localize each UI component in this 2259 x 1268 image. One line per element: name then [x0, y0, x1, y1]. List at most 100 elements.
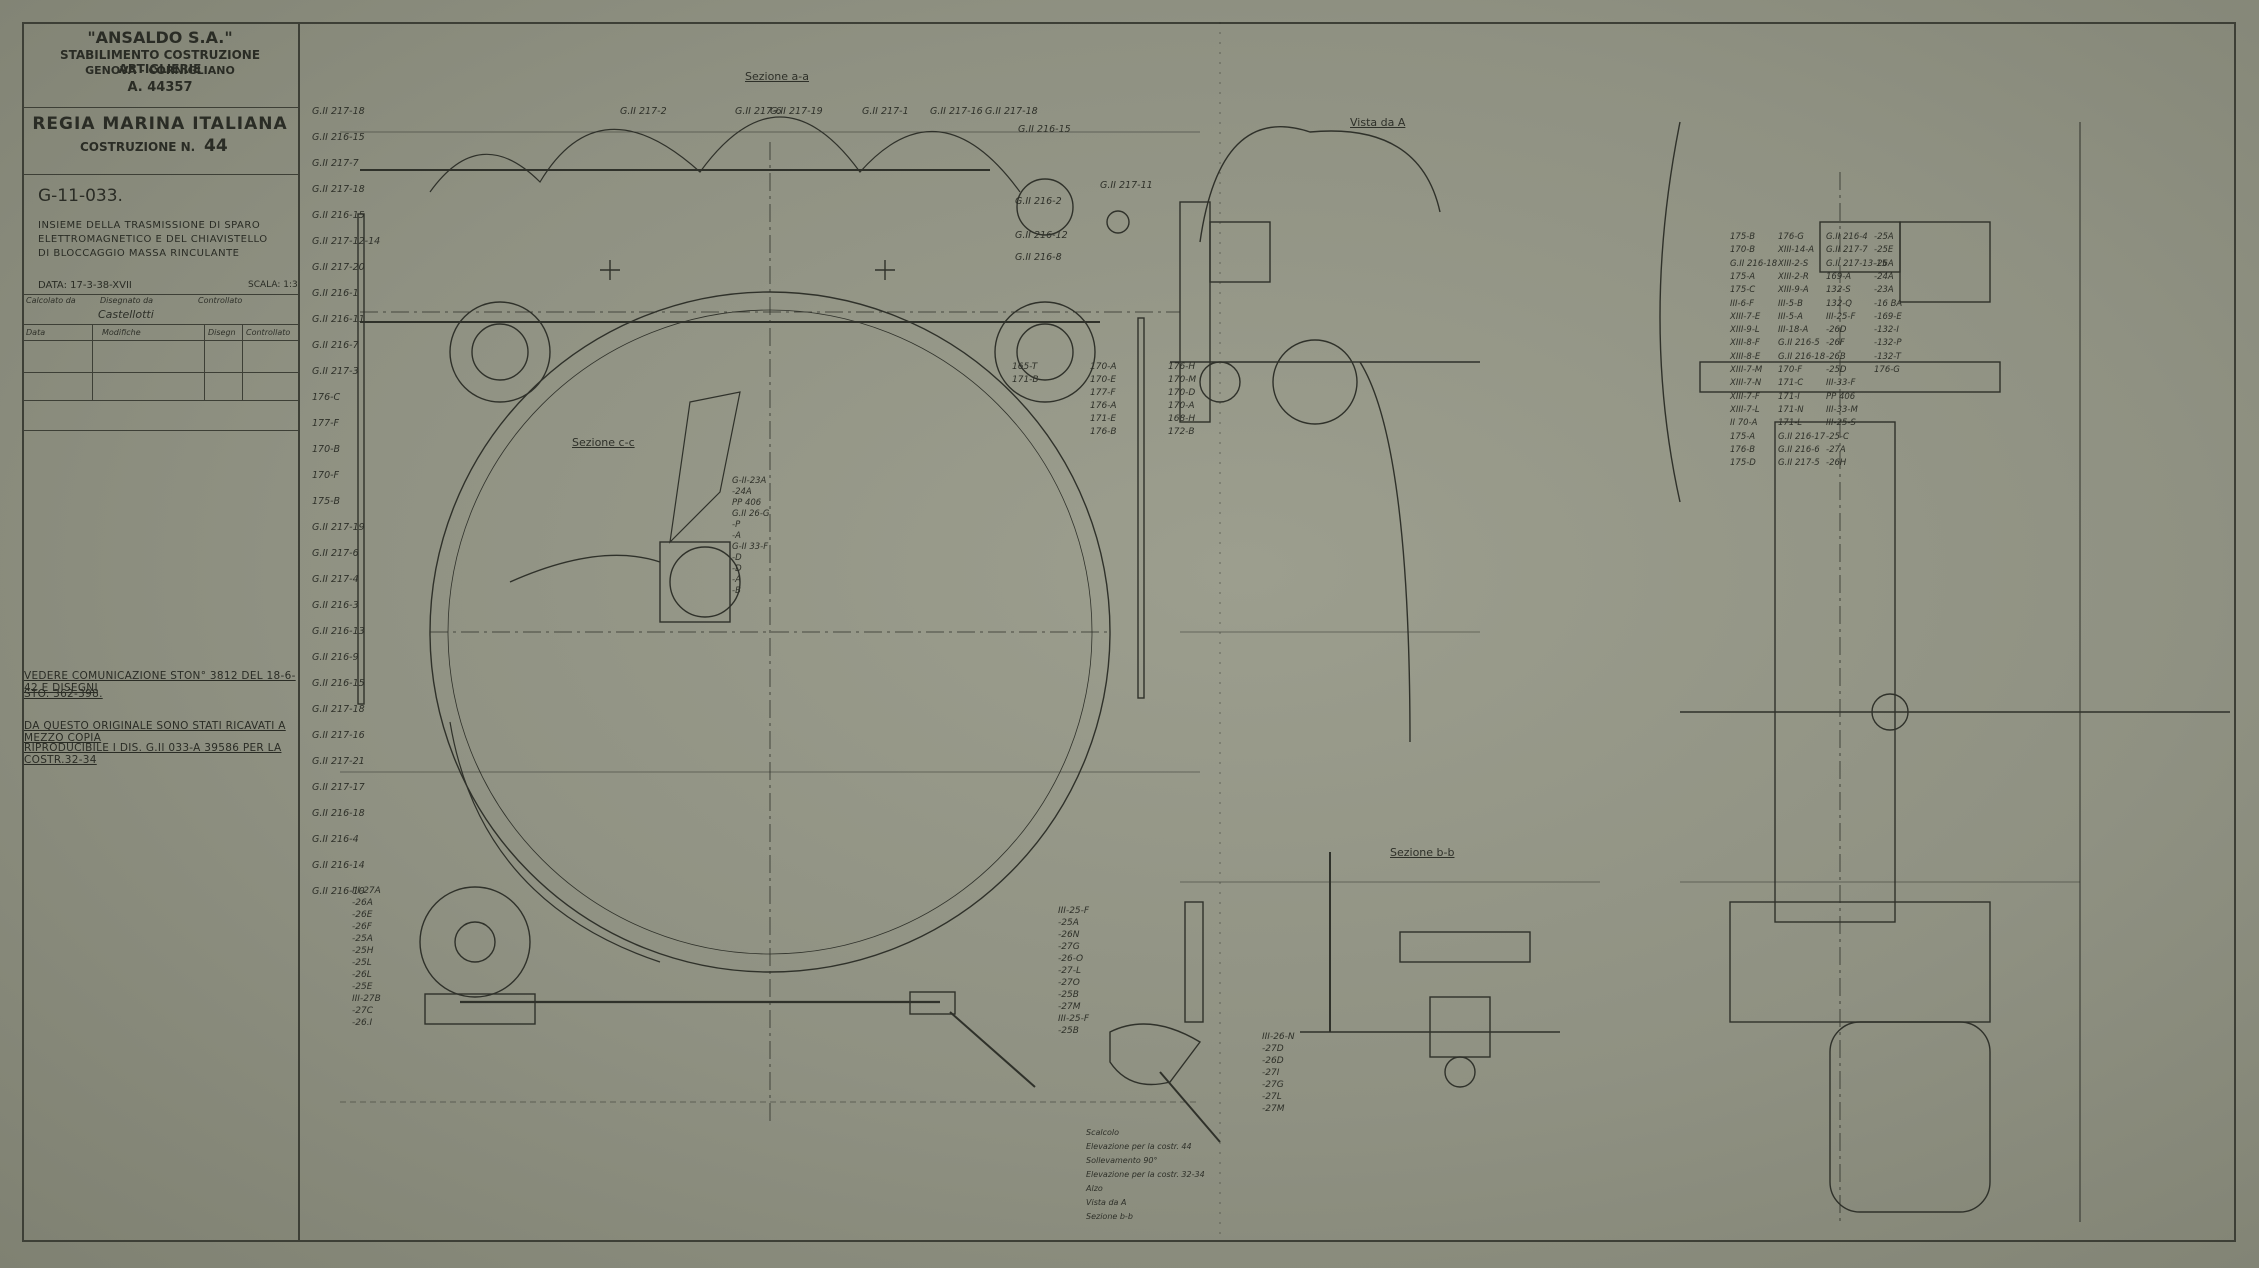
calcolato-label: Calcolato da: [26, 296, 76, 305]
labels-far-right-callout: XIII-7-E: [1730, 311, 1761, 322]
labels-far-right-callout: III-5-B: [1778, 298, 1803, 309]
labels-bottom-mid-callout: -27L: [1262, 1092, 1282, 1102]
labels-left-callout: G.II 217-19: [312, 522, 365, 533]
labels-bottom-center-callout: -25B: [1058, 990, 1079, 1000]
rev-drawer-label: Disegn: [208, 328, 236, 337]
labels-right-center-callout: 170-A: [1090, 362, 1117, 372]
labels-far-right-callout: 175-A: [1730, 271, 1756, 282]
title-block-client-cell: [22, 22, 298, 175]
labels-bottom-center-callout: III-25-F: [1058, 1014, 1090, 1024]
labels-left-callout: G.II 216-1: [312, 288, 359, 299]
labels-center-callout: G-II 33-F: [732, 542, 769, 552]
labels-far-right-callout: 175-D: [1730, 458, 1756, 469]
vista-column: [1179, 201, 1211, 423]
labels-left-callout: G.II 217-16: [312, 730, 365, 741]
labels-top-callout: G.II 217-1: [862, 106, 909, 117]
vista-title: Vista da A: [1350, 116, 1406, 129]
labels-bottom-center-callout: -27O: [1058, 978, 1080, 988]
annotations-callout: Vista da A: [1086, 1198, 1127, 1207]
section-a-title: Sezione a-a: [745, 70, 809, 83]
labels-far-right-callout: II 70-A: [1730, 418, 1758, 429]
labels-far-right-callout: -132-I: [1874, 325, 1899, 336]
labels-left-callout: G.II 217-4: [312, 574, 359, 585]
labels-bottom-center-callout: -27-L: [1058, 966, 1081, 976]
title-block-header-cell: [22, 22, 298, 108]
right-shaft-gear: [1871, 693, 1909, 731]
labels-far-right-callout: -132-P: [1874, 338, 1902, 349]
labels-far-right-callout: -25-C: [1826, 431, 1849, 442]
labels-bottom-left-callout: III-27B: [352, 994, 381, 1004]
labels-top-callout: G.II 216-2: [1015, 196, 1062, 207]
bottom-middle-lever: [1109, 1023, 1202, 1086]
note-line-2: STO. 362-398.: [24, 688, 103, 700]
labels-top-callout: G.II 216-15: [1018, 124, 1071, 135]
construction-number: 44: [204, 136, 228, 156]
labels-right-center-callout: 176-A: [1090, 401, 1117, 411]
labels-left-callout: G.II 217-18: [312, 704, 365, 715]
signature: Castellotti: [98, 308, 154, 321]
labels-bottom-center-callout: -26N: [1058, 930, 1080, 940]
disegnato-label: Disegnato da: [100, 296, 154, 305]
annotations-callout: Sollevamento 90°: [1086, 1156, 1158, 1165]
labels-bottom-left-callout: -26E: [352, 910, 373, 920]
labels-bottom-mid-callout: III-26-N: [1262, 1032, 1295, 1042]
description-line-2: ELETTROMAGNETICO E DEL CHIAVISTELLO: [38, 234, 268, 245]
sheet-border: [22, 22, 2236, 1242]
labels-left-callout: G.II 216-15: [312, 132, 365, 143]
labels-left-callout: G.II 216-11: [312, 314, 365, 325]
labels-top-callout: G.II 217-19: [770, 106, 823, 117]
right-crossbar: [1699, 361, 2001, 393]
labels-far-right-callout: XIII-8-E: [1730, 351, 1761, 362]
labels-far-right-callout: 175-A: [1730, 431, 1756, 442]
labels-bottom-left-callout: -26A: [352, 898, 373, 908]
grid-line: [22, 340, 298, 341]
labels-far-right-callout: -27A: [1826, 444, 1846, 455]
recoil-arc: [449, 721, 661, 963]
labels-left-callout: G.II 216-14: [312, 860, 365, 871]
labels-right-center-callout: 170-M: [1168, 375, 1197, 385]
labels-far-right-callout: XIII-7-L: [1730, 404, 1760, 415]
labels-bottom-mid-callout: -26D: [1262, 1056, 1284, 1066]
labels-left-callout: G.II 216-3: [312, 600, 359, 611]
elevation-handle: [949, 1011, 1036, 1088]
labels-top-callout: G.II 216-12: [1015, 230, 1068, 241]
labels-far-right-callout: G.II 217-13-15: [1826, 258, 1887, 269]
labels-far-right-callout: 132-Q: [1826, 298, 1852, 309]
labels-center-callout: -P: [732, 520, 741, 530]
client-name: REGIA MARINA ITALIANA: [32, 114, 288, 134]
note-line-1: VEDERE COMUNICAZIONE STON° 3812 DEL 18-6…: [24, 670, 296, 694]
rev-checker-label: Controllato: [246, 328, 291, 337]
plant-name: STABILIMENTO COSTRUZIONE ARTIGLIERIE: [59, 48, 261, 76]
labels-bottom-left-callout: -25A: [352, 934, 373, 944]
labels-far-right-callout: XIII-2-S: [1778, 258, 1809, 269]
section-b-gear-rack: [1184, 901, 1204, 1023]
labels-left-callout: G.II 217-17: [312, 782, 365, 793]
center-lever: [669, 391, 741, 544]
center-hub: [669, 546, 741, 618]
technical-drawing: [340, 22, 2230, 1242]
annotations-callout: Elevazione per la costr. 44: [1086, 1142, 1192, 1151]
labels-left-callout: G.II 216-15: [312, 678, 365, 689]
labels-bottom-left-callout: -27C: [352, 1006, 373, 1016]
grid-line: [204, 324, 205, 400]
description-line-3: DI BLOCCAGGIO MASSA RINCULANTE: [38, 248, 240, 259]
annotations-callout: Scalcolo: [1086, 1128, 1120, 1137]
company-name: "ANSALDO S.A.": [87, 28, 233, 47]
labels-center-callout: -A: [732, 575, 741, 585]
labels-far-right-callout: 171-C: [1778, 378, 1804, 389]
labels-center-callout: -D: [732, 564, 742, 574]
labels-right-center-callout: 172-B: [1168, 427, 1195, 437]
right-column: [1774, 421, 1896, 923]
labels-left-callout: G.II 217-21: [312, 756, 365, 767]
labels-far-right-callout: 175-B: [1730, 232, 1756, 242]
labels-far-right-callout: G.II 216-17: [1778, 431, 1826, 442]
vista-wheel: [1272, 339, 1358, 425]
section-b-block: [1429, 996, 1491, 1058]
rev-changes-label: Modifiche: [102, 328, 141, 337]
labels-bottom-left-callout: III-27A: [352, 886, 381, 896]
labels-left-callout: 170-B: [312, 444, 341, 455]
labels-left-callout: 177-F: [312, 418, 340, 429]
note-line-4: RIPRODUCIBILE I DIS. G.II 033-A 39586 PE…: [24, 742, 282, 766]
labels-far-right-callout: 169-A: [1826, 271, 1852, 282]
labels-far-right-callout: 176-B: [1730, 444, 1756, 455]
